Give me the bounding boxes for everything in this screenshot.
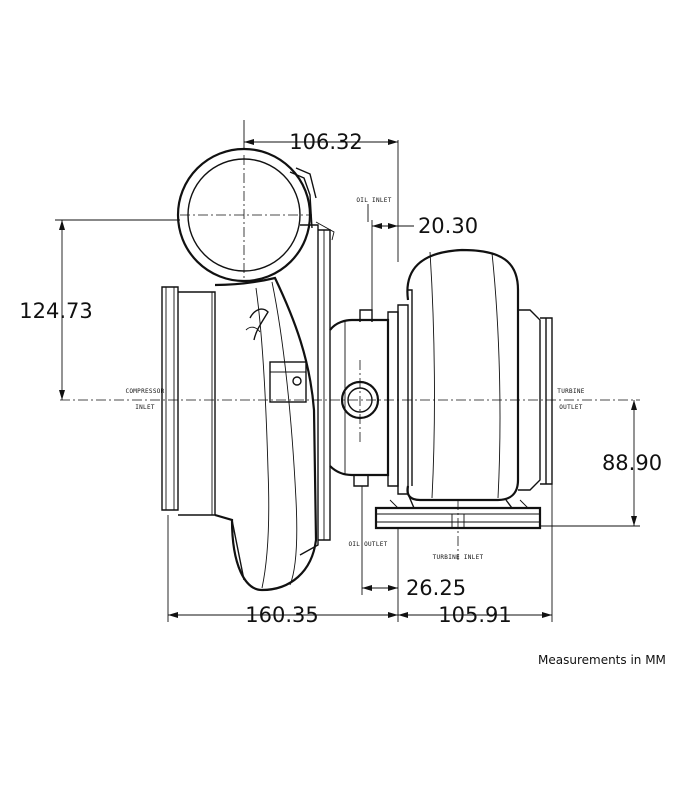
turbine-housing <box>374 248 553 530</box>
oil-inlet-label: OIL INLET <box>356 197 391 204</box>
turbine-outlet-label-1: TURBINE <box>557 388 584 395</box>
dimension-106-32 <box>243 120 399 262</box>
turbine-outlet-label-2: OUTLET <box>559 404 583 411</box>
dim-106-32-label: 106.32 <box>289 130 362 154</box>
oil-outlet-label: OIL OUTLET <box>348 541 387 548</box>
dim-160-35-label: 160.35 <box>245 603 318 627</box>
dim-20-30-label: 20.30 <box>418 214 478 238</box>
turbine-inlet-label: TURBINE INLET <box>433 554 484 561</box>
dim-124-73-label: 124.73 <box>19 299 92 323</box>
dimension-20-30 <box>367 204 414 310</box>
center-lines <box>60 155 640 560</box>
dimension-88-90 <box>540 400 640 527</box>
dimension-124-73 <box>55 219 180 400</box>
dimension-bottom-lengths <box>167 484 553 622</box>
compressor-inlet-label-2: INLET <box>135 404 155 411</box>
dim-88-90-label: 88.90 <box>602 451 662 475</box>
dim-105-91-label: 105.91 <box>438 603 511 627</box>
bearing-housing <box>329 309 390 487</box>
units-note: Measurements in MM <box>538 653 666 667</box>
compressor-inlet-label-1: COMPRESSOR <box>125 388 164 395</box>
dimension-26-25 <box>361 486 399 595</box>
compressor-housing <box>161 147 335 592</box>
dim-26-25-label: 26.25 <box>406 576 466 600</box>
